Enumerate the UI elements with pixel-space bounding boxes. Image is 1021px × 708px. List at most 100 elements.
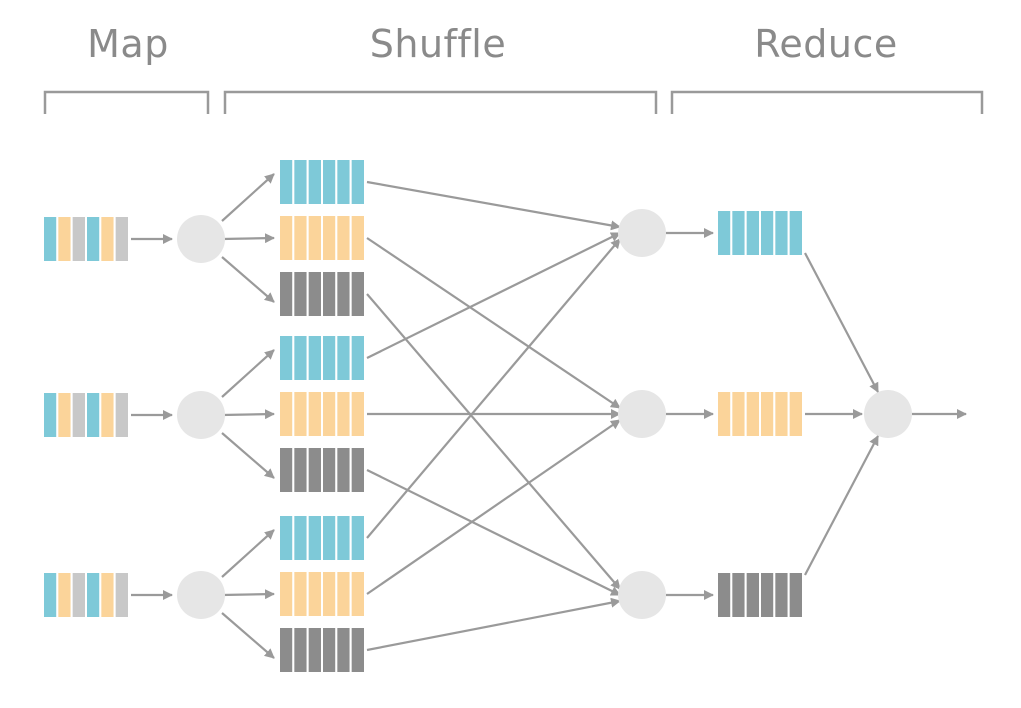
partition-block-m1-orange-cell — [306, 214, 323, 262]
stage-label-shuffle: Shuffle — [369, 22, 507, 66]
stage-label-map: Map — [87, 22, 169, 66]
partition-block-m3-gray-cell — [306, 626, 323, 674]
edge-mapper-1-to-partition-blue — [221, 173, 275, 222]
partition-block-m3-blue-cell — [349, 514, 366, 562]
mapper-input-3-cell — [99, 571, 116, 619]
partition-block-m3-gray — [278, 626, 366, 674]
edge-output-gray-to-final — [804, 435, 879, 576]
partition-block-m2-blue-cell — [335, 334, 352, 382]
mapper-input-2-cell — [42, 391, 59, 439]
partition-block-m2-orange-cell — [306, 390, 323, 438]
mapper-input-3-cell — [70, 571, 87, 619]
edge-mapper-3-to-partition-blue — [221, 529, 275, 578]
mapper-input-3 — [42, 571, 130, 619]
partition-block-m3-orange-cell — [306, 570, 323, 618]
partition-block-m2-gray-cell — [278, 446, 295, 494]
partition-block-m3-orange-cell — [349, 570, 366, 618]
partition-block-m1-blue-cell — [335, 158, 352, 206]
edge-mapper-2-to-partition-orange — [221, 409, 275, 420]
partition-block-m1-gray-cell — [321, 270, 338, 318]
edge-shuffle-m3-blue-to-reducer-1 — [366, 238, 621, 539]
reducer-output-gray-cell — [773, 571, 790, 619]
partition-block-m3-orange-cell — [335, 570, 352, 618]
bracket-reduce — [670, 90, 984, 114]
partition-block-m2-blue-cell — [321, 334, 338, 382]
partition-block-m2-gray-cell — [292, 446, 309, 494]
partition-block-m1-orange — [278, 214, 366, 262]
mapper-input-2-cell — [56, 391, 73, 439]
edge-shuffle-m3-gray-to-reducer-3 — [366, 597, 621, 652]
edge-shuffle-m1-orange-to-reducer-2 — [366, 237, 621, 409]
partition-block-m2-gray-cell — [335, 446, 352, 494]
mapper-input-3-cell — [85, 571, 102, 619]
partition-block-m3-blue — [278, 514, 366, 562]
partition-block-m1-blue-cell — [306, 158, 323, 206]
mapper-input-3-cell — [42, 571, 59, 619]
partition-block-m1-gray-cell — [349, 270, 366, 318]
reducer-output-gray-cell — [787, 571, 805, 619]
final-node — [864, 390, 912, 438]
reducer-output-gray — [716, 571, 805, 619]
partition-block-m1-blue-cell — [278, 158, 295, 206]
partition-block-m2-gray-cell — [306, 446, 323, 494]
edge-mapper-2-to-partition-gray — [221, 432, 275, 479]
mapper-input-2-cell — [70, 391, 87, 439]
reducer-output-blue-cell — [759, 209, 776, 257]
partition-block-m1-orange-cell — [278, 214, 295, 262]
reducer-output-orange-cell — [730, 390, 747, 438]
reducer-output-blue-cell — [716, 209, 733, 257]
partition-block-m3-gray-cell — [321, 626, 338, 674]
mapper-input-1-cell — [70, 215, 87, 263]
edge-mapper-1-to-partition-orange — [221, 233, 275, 244]
partition-block-m3-orange-cell — [321, 570, 338, 618]
edge-mapper-1-to-partition-gray — [221, 256, 275, 303]
partition-block-m1-orange-cell — [349, 214, 366, 262]
mapper-input-3-cell — [113, 571, 130, 619]
partition-block-m1-gray-cell — [306, 270, 323, 318]
edge-mapper-3-to-partition-gray — [221, 612, 275, 659]
reducer-output-blue-cell — [773, 209, 790, 257]
mapper-input-1-cell — [113, 215, 130, 263]
mapper-input-1-cell — [85, 215, 102, 263]
partition-block-m3-orange-cell — [292, 570, 309, 618]
reducer-output-blue — [716, 209, 805, 257]
partition-block-m3-blue-cell — [278, 514, 295, 562]
partition-block-m2-blue — [278, 334, 366, 382]
reducer-output-gray-cell — [759, 571, 776, 619]
partition-block-m3-gray-cell — [278, 626, 295, 674]
partition-block-m3-gray-cell — [335, 626, 352, 674]
mapper-input-3-cell — [56, 571, 73, 619]
partition-block-m2-orange-cell — [335, 390, 352, 438]
mapper-node-1 — [177, 215, 225, 263]
stage-label-reduce: Reduce — [754, 22, 898, 66]
reducer-output-blue-cell — [787, 209, 805, 257]
edge-shuffle-m3-orange-to-reducer-2 — [366, 419, 621, 595]
partition-block-m1-orange-cell — [335, 214, 352, 262]
partition-block-m2-orange-cell — [292, 390, 309, 438]
partition-block-m3-blue-cell — [292, 514, 309, 562]
partition-block-m2-orange — [278, 390, 366, 438]
reducer-output-gray-cell — [730, 571, 747, 619]
reducer-output-orange-cell — [759, 390, 776, 438]
reducer-node-1 — [618, 209, 666, 257]
mapper-input-2 — [42, 391, 130, 439]
mapper-input-2-cell — [99, 391, 116, 439]
mapper-input-1-cell — [42, 215, 59, 263]
partition-block-m1-blue-cell — [321, 158, 338, 206]
reducer-output-orange — [716, 390, 805, 438]
partition-block-m2-blue-cell — [292, 334, 309, 382]
mapper-input-2-cell — [85, 391, 102, 439]
partition-block-m2-blue-cell — [306, 334, 323, 382]
partition-block-m1-blue-cell — [349, 158, 366, 206]
mapper-input-1 — [42, 215, 130, 263]
edge-output-blue-to-final — [804, 252, 879, 393]
edge-mapper-2-to-partition-blue — [221, 349, 275, 398]
edge-mapper-3-to-partition-orange — [221, 589, 275, 600]
reducer-output-orange-cell — [773, 390, 790, 438]
partition-block-m1-gray — [278, 270, 366, 318]
partition-block-m3-gray-cell — [292, 626, 309, 674]
partition-block-m3-orange — [278, 570, 366, 618]
partition-block-m2-blue-cell — [278, 334, 295, 382]
